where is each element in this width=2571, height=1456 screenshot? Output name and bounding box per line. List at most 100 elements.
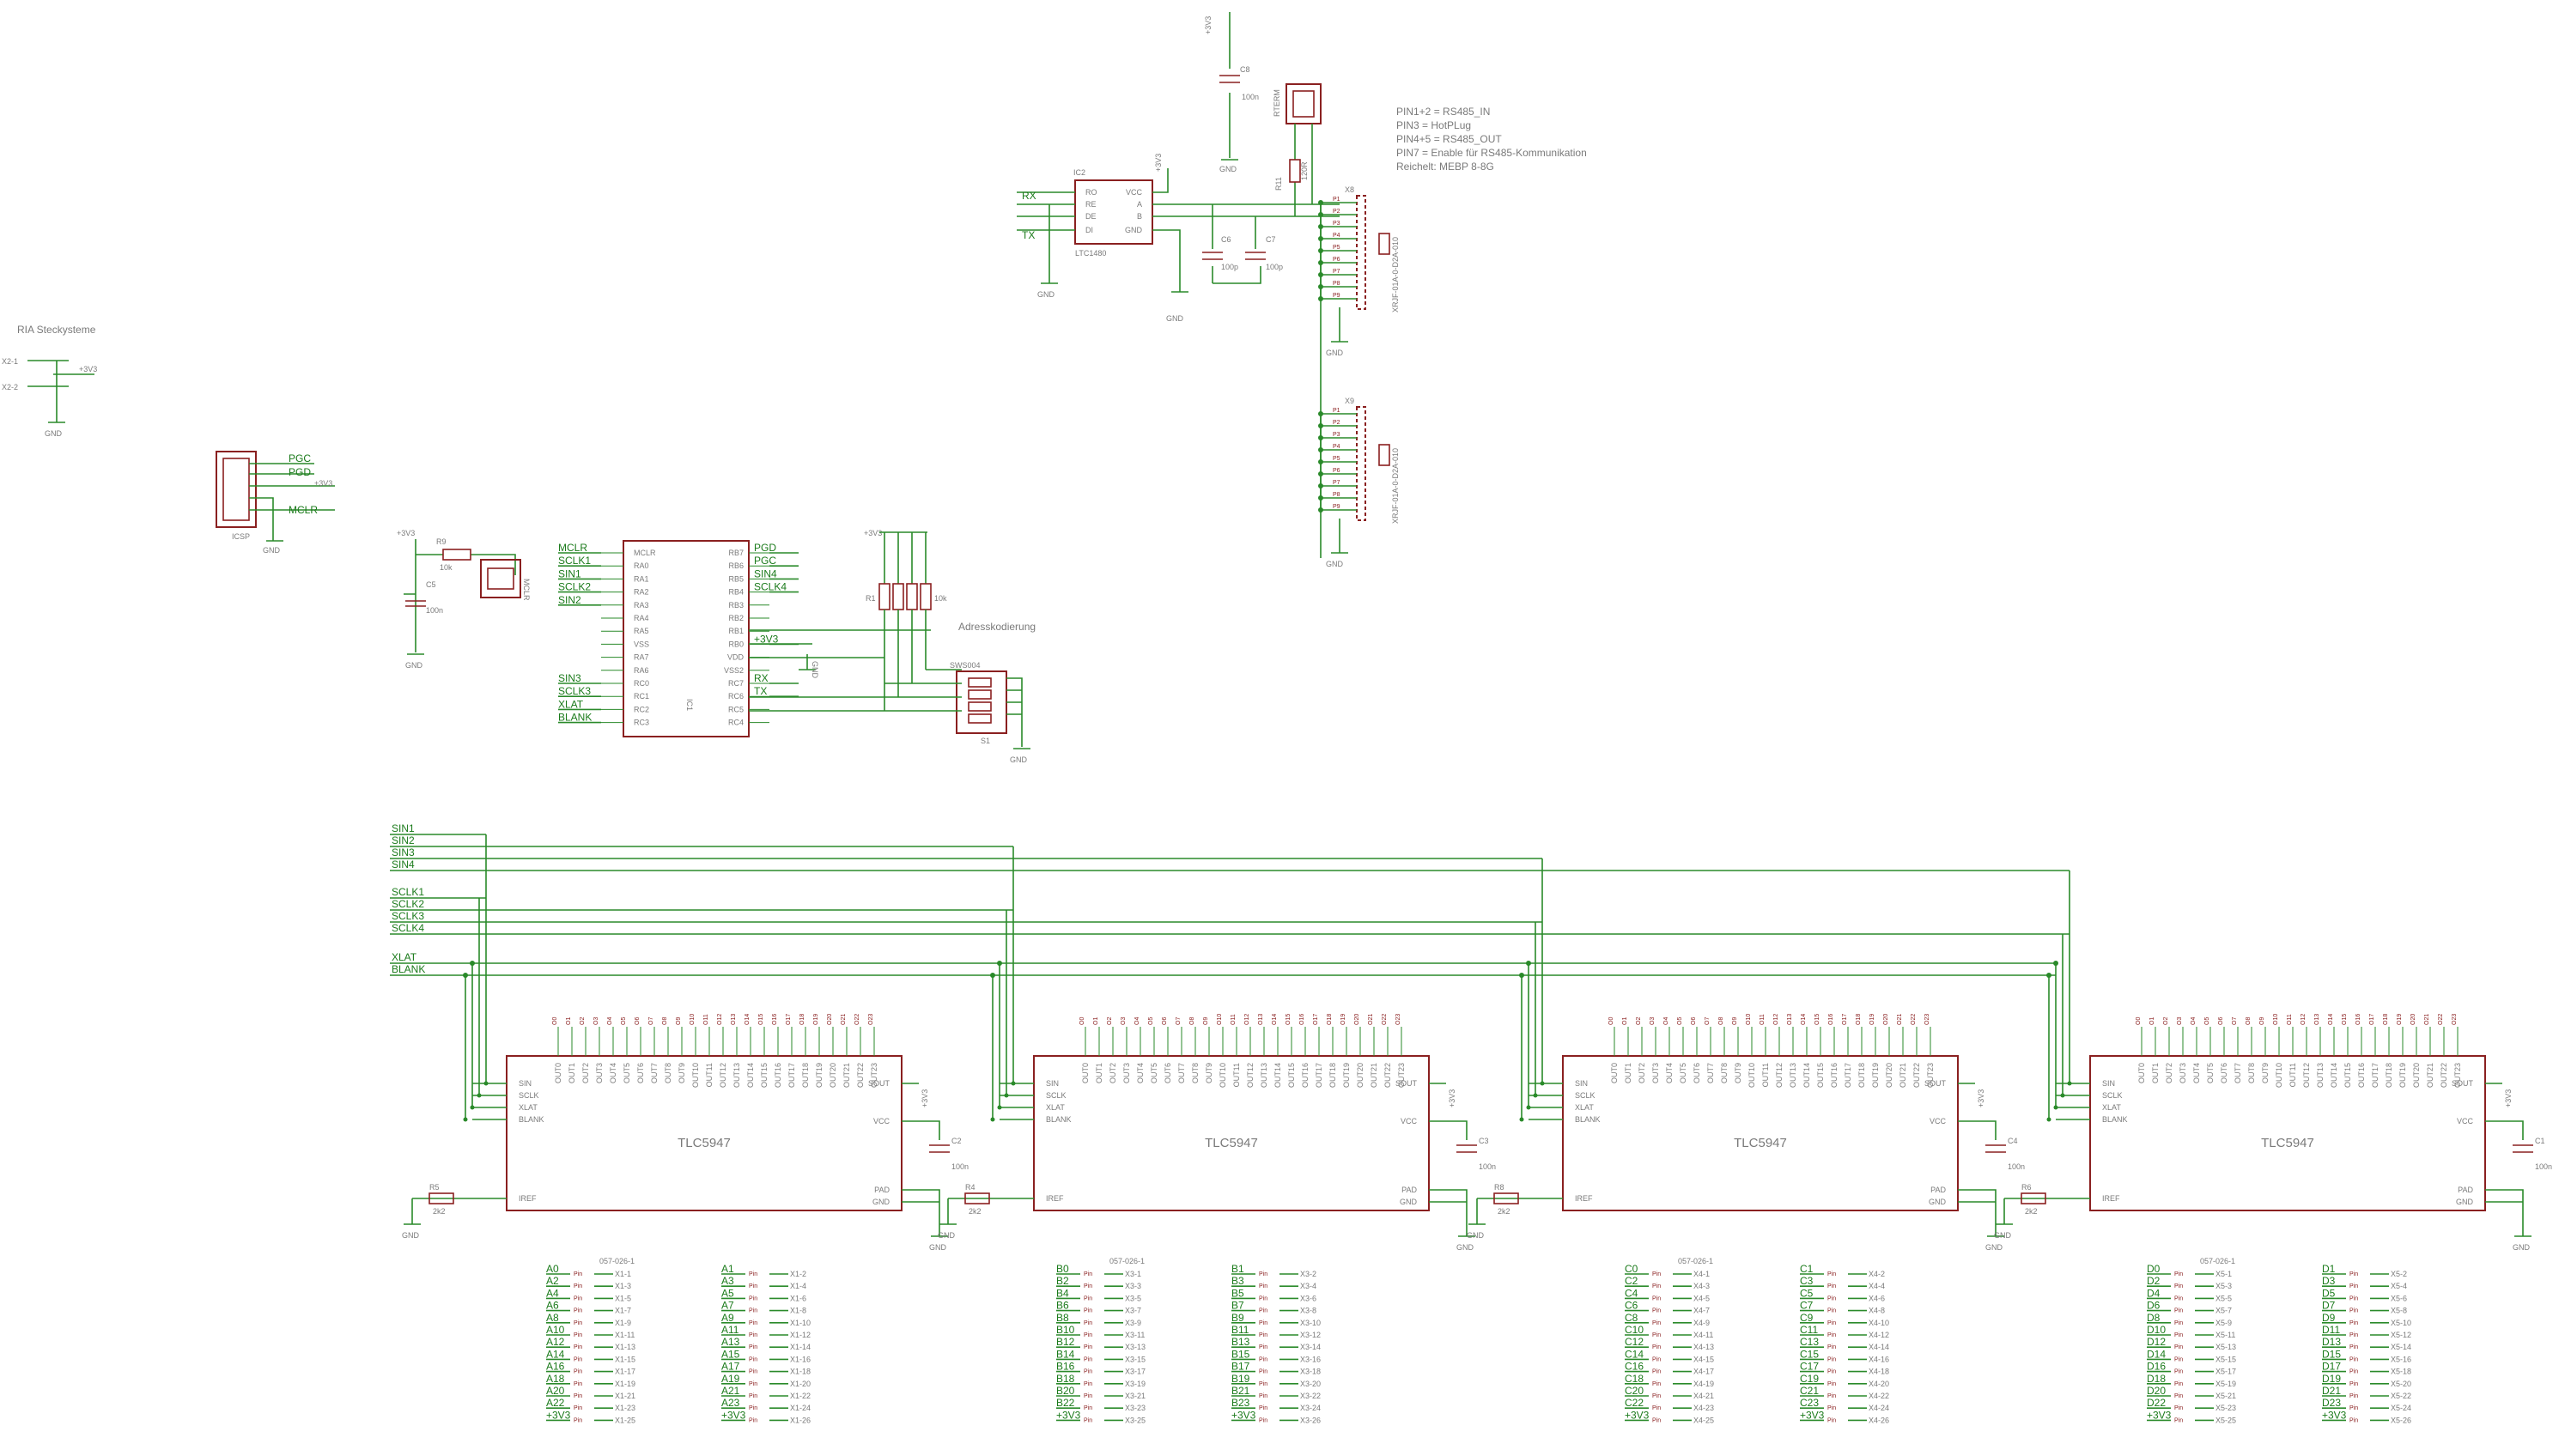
tlc5947-sout: SOUT: [1395, 1079, 1418, 1088]
tlc5947-res-val: 2k2: [2025, 1207, 2038, 1216]
tlc5947-out-pin: OUT9: [1205, 1063, 1213, 1083]
tlc5947-out-tag: O6: [1162, 1017, 1168, 1025]
tlc5947-out-pin: OUT5: [623, 1063, 631, 1083]
rj45-part: XRJF-01A-0-D2A-010: [1391, 237, 1400, 312]
mcu-right-pin-label: RB7: [728, 549, 744, 557]
tlc5947-out-tag: O23: [2452, 1014, 2458, 1025]
note-line-2: PIN3 = HotPLug: [1396, 119, 1471, 131]
tlc5947-out-pin: OUT20: [1356, 1063, 1365, 1088]
out-connector-pin: X1-21: [615, 1392, 635, 1400]
rj45-pin-tag: P7: [1333, 269, 1340, 275]
tlc5947-left-pin: SCLK: [2102, 1091, 2123, 1100]
out-connector-pin: X4-26: [1869, 1416, 1889, 1424]
tlc5947-out-tag: O13: [1787, 1014, 1793, 1025]
out-connector-pin: X3-7: [1125, 1307, 1141, 1315]
tlc5947-out-pin: OUT2: [581, 1063, 590, 1083]
out-connector-pin: X5-19: [2215, 1380, 2236, 1388]
tlc5947-left-pin: XLAT: [1575, 1103, 1594, 1112]
tlc5947-out-tag: O19: [813, 1014, 819, 1025]
out-connector-pin: X4-2: [1869, 1270, 1885, 1278]
out-connector-net: +3V3: [1056, 1409, 1081, 1421]
tlc5947-part: TLC5947: [678, 1136, 731, 1150]
tlc5947-out-pin: OUT11: [1761, 1063, 1770, 1087]
out-connector-pin: X1-1: [615, 1270, 631, 1278]
mcu-left-pin-label: RC1: [634, 692, 649, 701]
out-connector-tag: Pin: [749, 1283, 757, 1289]
tlc5947-out-pin: OUT10: [1747, 1063, 1756, 1088]
bus-net-label: SCLK2: [392, 898, 424, 910]
tlc5947-out-tag: O23: [868, 1014, 874, 1025]
out-connector-pin: X5-5: [2215, 1294, 2232, 1302]
out-connector-net: D6: [2147, 1300, 2161, 1312]
out-connector-net: D22: [2147, 1397, 2166, 1409]
tlc5947-out-tag: O16: [2355, 1014, 2361, 1025]
tlc5947-out-pin: OUT20: [1885, 1063, 1893, 1088]
out-connector-pin: X5-11: [2215, 1331, 2235, 1339]
rj45-pin-tag: P2: [1333, 420, 1340, 426]
out-connector-tag: Pin: [2349, 1344, 2358, 1350]
out-connector-net: A6: [546, 1300, 559, 1312]
tlc5947-iref-wire: [1468, 1198, 1563, 1225]
out-connector-tag: Pin: [1827, 1369, 1836, 1375]
ic2-right-pin-label: B: [1137, 212, 1142, 221]
out-connector-pin: X4-16: [1869, 1355, 1889, 1363]
tlc5947-cap-val: 100n: [2535, 1162, 2552, 1171]
out-connector-net: B7: [1231, 1300, 1244, 1312]
tlc5947-out-tag: O10: [690, 1014, 696, 1025]
tlc5947-out-pin: OUT2: [1109, 1063, 1117, 1083]
bus-net-label: SIN1: [392, 822, 415, 834]
tlc5947-feed-junction: [2053, 1105, 2058, 1110]
rj45-pin-tag: P5: [1333, 245, 1340, 251]
tlc5947-out-tag: O4: [1663, 1017, 1669, 1025]
out-connector-pin: X3-26: [1300, 1416, 1321, 1424]
out-connector-pin: X5-20: [2391, 1380, 2411, 1388]
tlc5947-left-pin: XLAT: [1046, 1103, 1065, 1112]
tlc5947-out-pin: OUT14: [746, 1063, 755, 1088]
out-connector-tag: Pin: [574, 1417, 582, 1423]
out-connector-pin: X1-8: [790, 1307, 806, 1315]
mcu-ref: IC1: [685, 699, 694, 711]
out-connector-pin: X3-13: [1125, 1343, 1146, 1351]
bus-net-label: SIN3: [392, 846, 415, 858]
tlc5947-iref-resistor: [964, 1192, 990, 1204]
tlc5947-out-pin: OUT19: [1342, 1063, 1351, 1088]
tlc5947-left-pin: BLANK: [2102, 1115, 2128, 1124]
out-connector-net: A16: [546, 1361, 565, 1373]
tlc5947-out-tag: O7: [648, 1017, 654, 1025]
icsp-net-pgd: PGD: [289, 466, 311, 478]
out-connector-pin: X3-23: [1125, 1404, 1146, 1412]
tlc5947-gnd-net: GND: [1985, 1243, 2003, 1252]
out-connector-tag: Pin: [1652, 1295, 1661, 1301]
out-connector-pin: X4-1: [1693, 1270, 1710, 1278]
tlc5947-iref-resistor: [1493, 1192, 1519, 1204]
out-connector-net: C16: [1625, 1361, 1644, 1373]
tlc5947-out-pin: OUT22: [1383, 1063, 1392, 1088]
rj45-pin-tag: P9: [1333, 293, 1340, 299]
out-connector-tag: Pin: [1084, 1344, 1092, 1350]
tlc5947-out-tag: O10: [2273, 1014, 2279, 1025]
mcu-right-pin-label: RB5: [728, 574, 744, 583]
out-connector-pin: X4-15: [1693, 1355, 1714, 1363]
tlc5947-out-pin: OUT8: [664, 1063, 672, 1083]
out-connector-net: C18: [1625, 1373, 1644, 1385]
out-connector-tag: Pin: [1259, 1308, 1267, 1314]
tlc5947-cap: [1456, 1144, 1477, 1153]
ic2-left-pin-label: RE: [1085, 200, 1097, 209]
out-connector-tag: Pin: [2174, 1405, 2183, 1411]
rj45-ref: X9: [1345, 397, 1354, 405]
tlc5947-out-tag: O13: [2314, 1014, 2320, 1025]
tlc5947-out-pin: OUT16: [774, 1063, 782, 1088]
out-connector-tag: Pin: [1652, 1271, 1661, 1277]
tlc5947-out-tag: O12: [1773, 1014, 1779, 1025]
tlc5947-res-val: 2k2: [969, 1207, 982, 1216]
out-connector-tag: Pin: [1652, 1405, 1661, 1411]
out-connector-tag: Pin: [1652, 1344, 1661, 1350]
rj45-pin-tag: P4: [1333, 233, 1340, 239]
rj45-shield: [1378, 233, 1390, 255]
tlc5947-out-tag: O16: [1828, 1014, 1834, 1025]
out-connector-pin: X1-5: [615, 1294, 631, 1302]
out-connector-net: C13: [1800, 1336, 1819, 1348]
ria-vcc-label: +3V3: [79, 365, 97, 373]
rterm-jumper[interactable]: [1286, 83, 1322, 124]
